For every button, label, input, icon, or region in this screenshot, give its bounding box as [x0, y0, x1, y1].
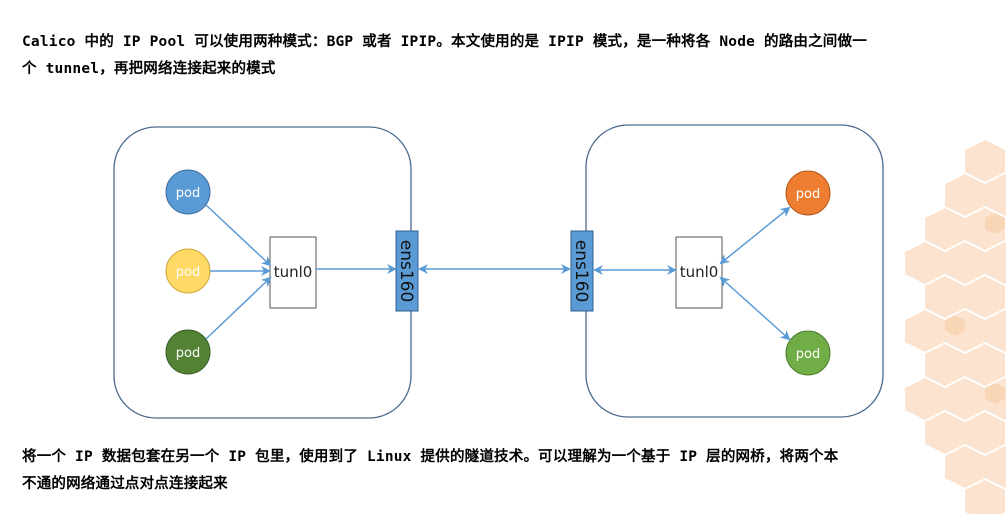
right-pod-1-label: pod	[796, 187, 820, 202]
explanation-line-2: 不通的网络通过点对点连接起来	[22, 476, 228, 492]
right-ens160-interface: ens160	[570, 230, 594, 312]
arrow-pod1-to-tunl0	[205, 204, 272, 267]
left-pod-2-label: pod	[176, 265, 200, 280]
arrow-pod3-to-tunl0	[205, 276, 272, 340]
arrow-tunl0-to-pod-orange	[719, 206, 791, 265]
intro-line-2: 个 tunnel，再把网络连接起来的模式	[22, 61, 276, 77]
right-node-container	[585, 124, 884, 418]
right-pod-2: pod	[785, 330, 831, 376]
left-pod-1-label: pod	[176, 186, 200, 201]
left-pod-2: pod	[165, 248, 211, 294]
left-node-container	[113, 126, 412, 419]
right-pod-2-label: pod	[796, 347, 820, 362]
explanation-line-1: 将一个 IP 数据包套在另一个 IP 包里，使用到了 Linux 提供的隧道技术…	[22, 449, 839, 465]
left-tunl0-label: tunl0	[274, 263, 313, 281]
right-pod-1: pod	[785, 170, 831, 216]
arrow-tunl0-to-pod-green	[719, 276, 791, 341]
left-pod-3-label: pod	[176, 346, 200, 361]
left-tunl0-box: tunl0	[269, 236, 317, 309]
right-ens160-label: ens160	[571, 240, 591, 303]
left-ens160-interface: ens160	[395, 230, 419, 312]
intro-line-1: Calico 中的 IP Pool 可以使用两种模式：BGP 或者 IPIP。本…	[22, 34, 867, 50]
intro-paragraph: Calico 中的 IP Pool 可以使用两种模式：BGP 或者 IPIP。本…	[22, 29, 1002, 83]
explanation-paragraph: 将一个 IP 数据包套在另一个 IP 包里，使用到了 Linux 提供的隧道技术…	[22, 444, 997, 498]
left-ens160-label: ens160	[396, 240, 416, 303]
right-tunl0-label: tunl0	[680, 263, 719, 281]
left-pod-3: pod	[165, 329, 211, 375]
right-tunl0-box: tunl0	[675, 236, 723, 309]
left-pod-1: pod	[165, 169, 211, 215]
